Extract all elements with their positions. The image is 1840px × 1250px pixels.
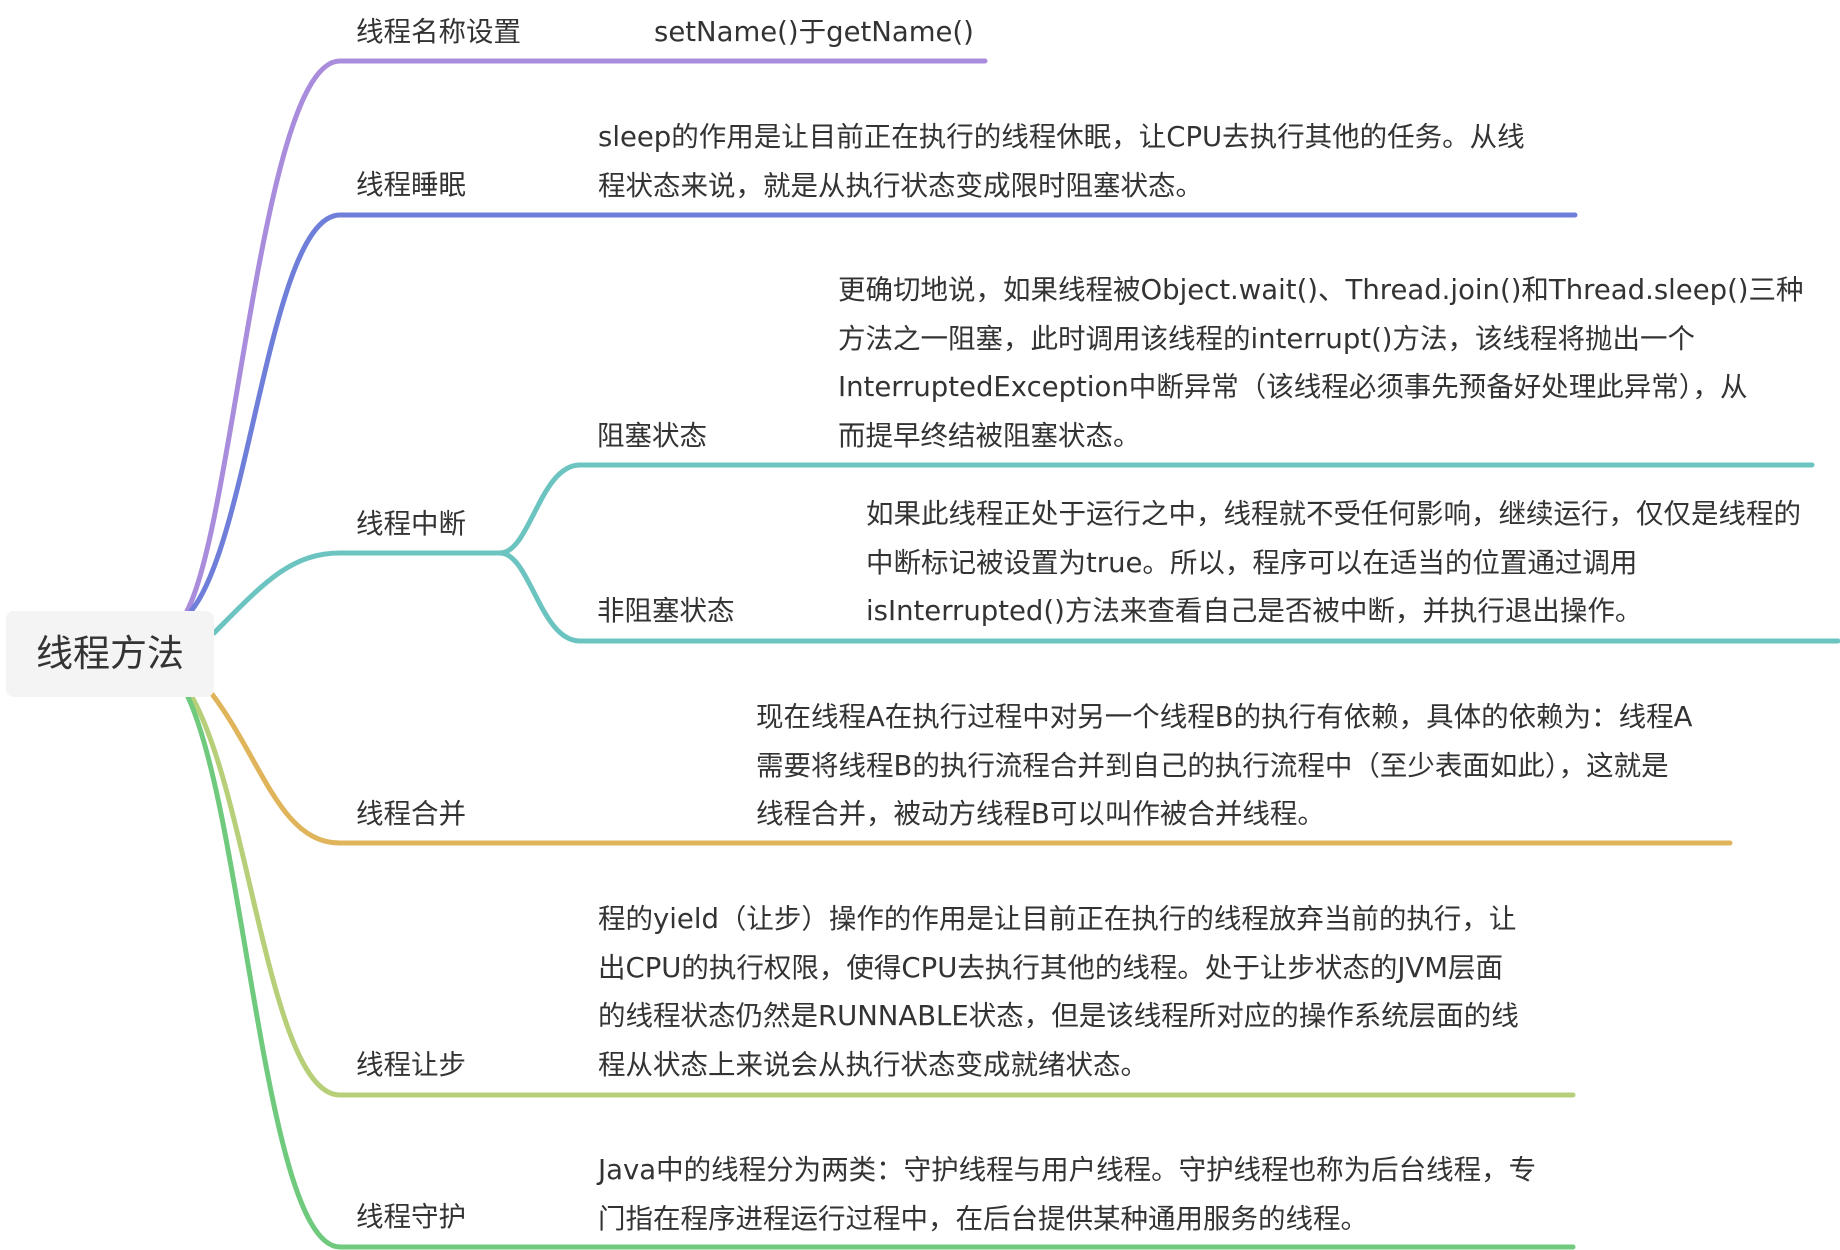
- desc-thread-yield: 程的yield（让步）操作的作用是让目前正在执行的线程放弃当前的执行，让 出CP…: [598, 895, 1519, 1089]
- root-topic-label: 线程方法: [36, 632, 184, 675]
- desc-line: 程状态来说，就是从执行状态变成限时阻塞状态。: [598, 169, 1203, 202]
- connector-sleep: [188, 212, 1578, 614]
- desc-thread-daemon: Java中的线程分为两类：守护线程与用户线程。守护线程也称为后台线程，专 门指在…: [598, 1146, 1536, 1243]
- root-topic[interactable]: 线程方法: [6, 611, 214, 697]
- desc-thread-join: 现在线程A在执行过程中对另一个线程B的执行有依赖，具体的依赖为：线程A 需要将线…: [756, 693, 1693, 839]
- desc-line: 需要将线程B的执行流程合并到自己的执行流程中（至少表面如此），这就是: [756, 749, 1669, 782]
- desc-line: 程从状态上来说会从执行状态变成就绪状态。: [598, 1048, 1148, 1081]
- desc-line: isInterrupted()方法来查看自己是否被中断，并执行退出操作。: [866, 595, 1643, 627]
- topic-thread-interrupt[interactable]: 线程中断: [356, 508, 466, 540]
- desc-line: 线程合并，被动方线程B可以叫作被合并线程。: [756, 798, 1325, 830]
- topic-thread-yield[interactable]: 线程让步: [356, 1049, 466, 1081]
- desc-line: 更确切地说，如果线程被Object.wait()、Thread.join()和T…: [838, 274, 1804, 306]
- desc-line: 而提早终结被阻塞状态。: [838, 419, 1141, 452]
- desc-line: 现在线程A在执行过程中对另一个线程B的执行有依赖，具体的依赖为：线程A: [756, 701, 1693, 733]
- desc-line: sleep的作用是让目前正在执行的线程休眠，让CPU去执行其他的任务。从线: [598, 121, 1525, 153]
- desc-line: 出CPU的执行权限，使得CPU去执行其他的线程。处于让步状态的JVM层面: [598, 951, 1503, 984]
- desc-blocked: 更确切地说，如果线程被Object.wait()、Thread.join()和T…: [838, 266, 1804, 460]
- desc-line: setName()于getName(): [654, 16, 974, 48]
- topic-thread-join[interactable]: 线程合并: [356, 798, 466, 830]
- desc-thread-name: setName()于getName(): [654, 8, 974, 57]
- desc-line: 门指在程序进程运行过程中，在后台提供某种通用服务的线程。: [598, 1202, 1368, 1235]
- desc-line: 程的yield（让步）操作的作用是让目前正在执行的线程放弃当前的执行，让: [598, 903, 1517, 935]
- topic-thread-daemon[interactable]: 线程守护: [356, 1201, 466, 1233]
- desc-line: 方法之一阻塞，此时调用该线程的interrupt()方法，该线程将抛出一个: [838, 322, 1696, 355]
- connector-daemon: [185, 694, 1576, 1250]
- desc-line: 如果此线程正处于运行之中，线程就不受任何影响，继续运行，仅仅是线程的: [866, 498, 1801, 530]
- desc-line: Java中的线程分为两类：守护线程与用户线程。守护线程也称为后台线程，专: [598, 1154, 1537, 1186]
- topic-thread-sleep[interactable]: 线程睡眠: [356, 169, 466, 201]
- connector-name: [184, 58, 988, 614]
- topic-thread-name[interactable]: 线程名称设置: [356, 16, 521, 48]
- subtopic-blocked[interactable]: 阻塞状态: [597, 420, 707, 452]
- subtopic-nonblocked[interactable]: 非阻塞状态: [597, 595, 735, 627]
- desc-nonblocked: 如果此线程正处于运行之中，线程就不受任何影响，继续运行，仅仅是线程的 中断标记被…: [866, 490, 1801, 636]
- connector-yield: [189, 694, 1576, 1098]
- desc-thread-sleep: sleep的作用是让目前正在执行的线程休眠，让CPU去执行其他的任务。从线 程状…: [598, 113, 1525, 210]
- connector-join: [209, 691, 1733, 846]
- desc-line: 的线程状态仍然是RUNNABLE状态，但是该线程所对应的操作系统层面的线: [598, 1000, 1519, 1032]
- connector-interrupt: [211, 550, 503, 636]
- connector-nonblocked: [497, 550, 1840, 644]
- connector-blocked: [497, 462, 1815, 556]
- desc-line: InterruptedException中断异常（该线程必须事先预备好处理此异常…: [838, 371, 1748, 403]
- desc-line: 中断标记被设置为true。所以，程序可以在适当的位置通过调用: [866, 546, 1638, 579]
